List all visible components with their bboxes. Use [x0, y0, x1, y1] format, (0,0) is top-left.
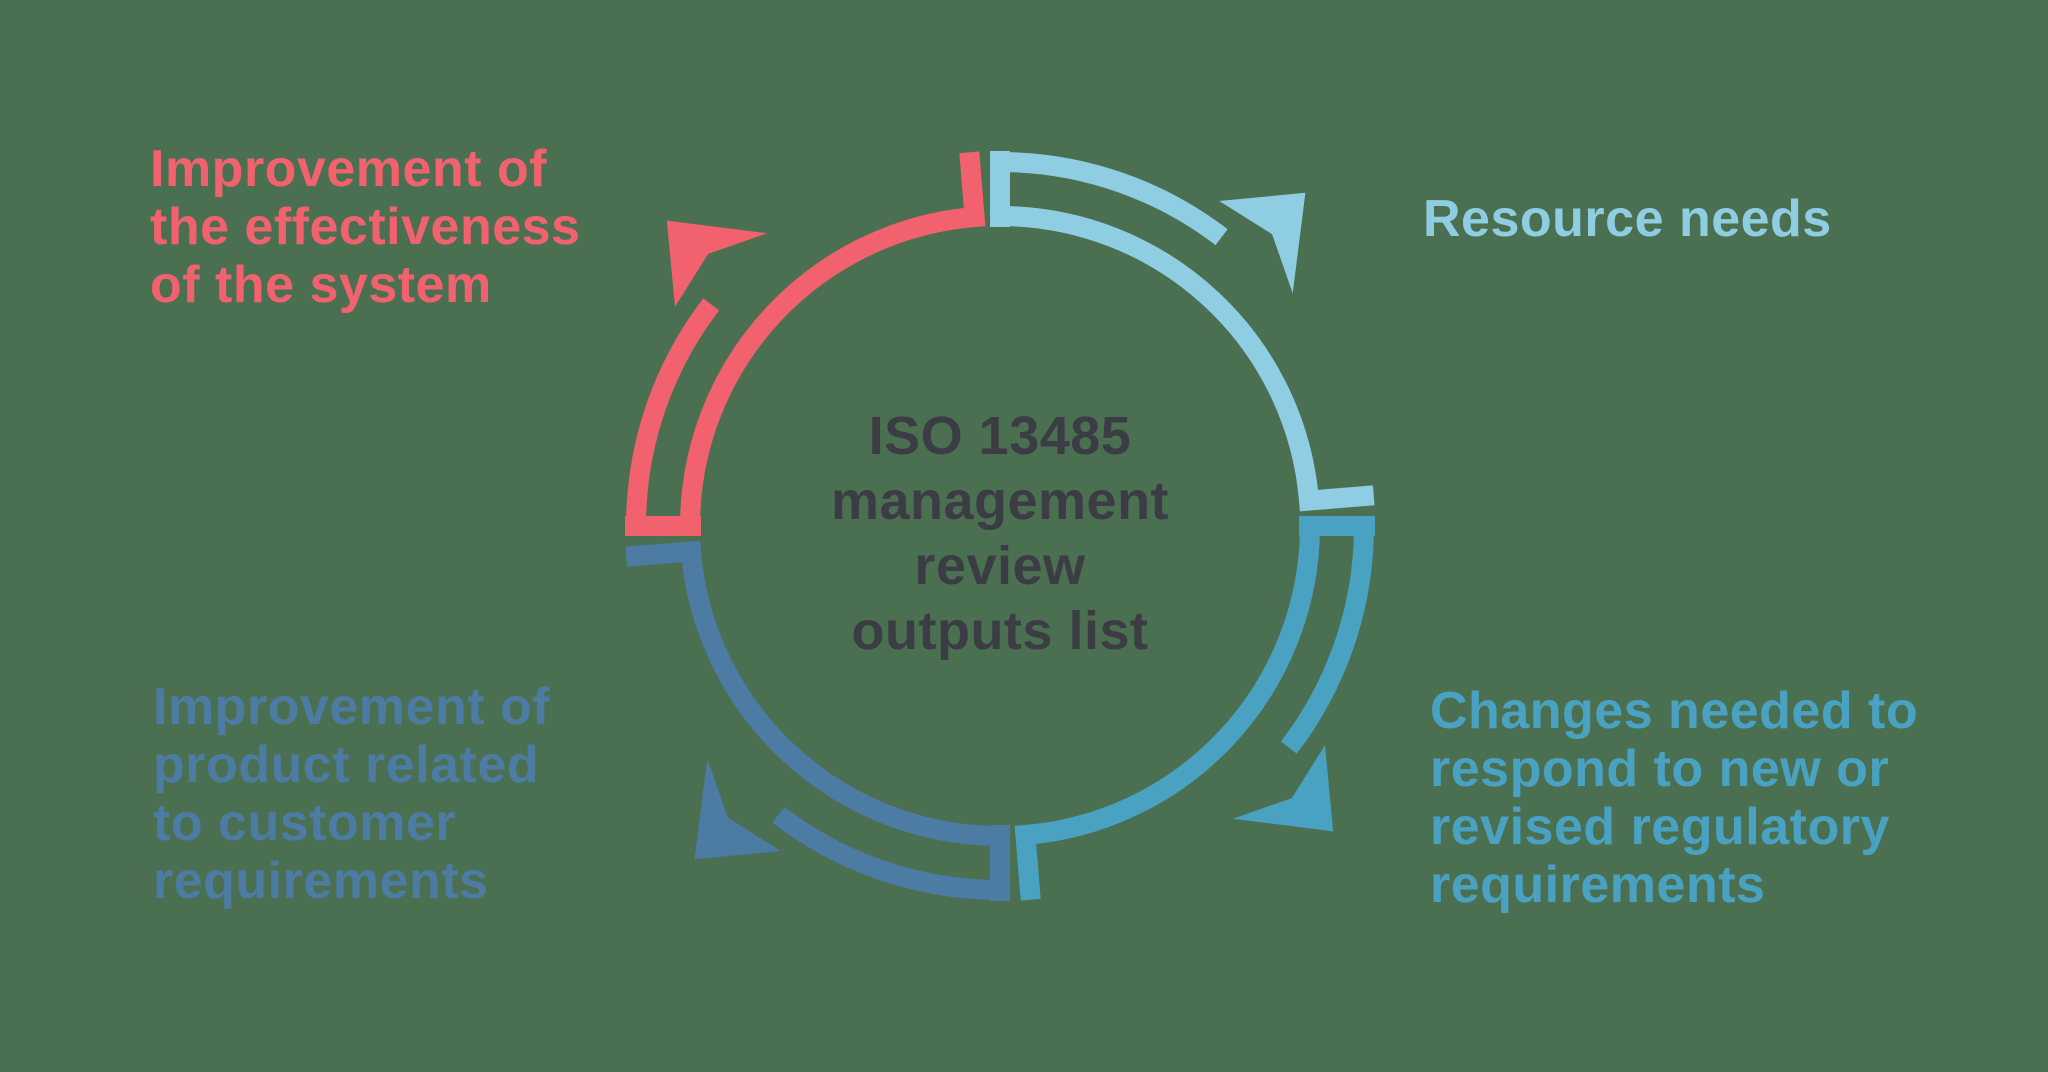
- label-line: to customer: [153, 794, 457, 852]
- center-title-line: management: [830, 471, 1170, 531]
- label-line: requirements: [153, 852, 489, 910]
- red-arrow-body: [625, 298, 720, 536]
- teal-arrowhead-icon: [1232, 745, 1334, 832]
- changes-regulatory-arrow: [1014, 516, 1375, 901]
- red-arrow-body: [680, 151, 986, 520]
- light-blue-arrow-body: [1006, 206, 1375, 512]
- label-line: the effectiveness: [150, 198, 581, 256]
- dark-blue-arrow-body: [772, 806, 1010, 901]
- label-line: respond to new or: [1430, 740, 1890, 798]
- label-line: Changes needed to: [1430, 682, 1919, 740]
- resource-needs-arrow: [990, 151, 1375, 512]
- improvement-of-effectiveness-arrow: [625, 151, 986, 536]
- light-blue-arrowhead-icon: [1219, 192, 1306, 294]
- red-arrowhead-icon: [666, 220, 768, 307]
- label-line: requirements: [1430, 856, 1766, 914]
- center-title-line: review: [914, 536, 1086, 596]
- teal-arrow-body: [1280, 516, 1375, 754]
- dark-blue-arrowhead-icon: [694, 758, 781, 860]
- label-line: of the system: [150, 256, 492, 314]
- label-line: product related: [153, 736, 539, 794]
- light-blue-arrow-body: [990, 151, 1228, 246]
- teal-arrow-body: [1014, 532, 1320, 901]
- dark-blue-arrow-body: [625, 540, 994, 846]
- label-line: Improvement of: [153, 678, 551, 736]
- label-line: Resource needs: [1423, 190, 1832, 248]
- center-title-line: outputs list: [851, 601, 1149, 661]
- center-title-line: ISO 13485: [868, 406, 1132, 466]
- improvement-of-product-arrow: [625, 540, 1010, 901]
- label-line: Improvement of: [150, 140, 548, 198]
- label-resource-needs: Resource needs: [1423, 190, 1832, 248]
- label-line: revised regulatory: [1430, 798, 1890, 856]
